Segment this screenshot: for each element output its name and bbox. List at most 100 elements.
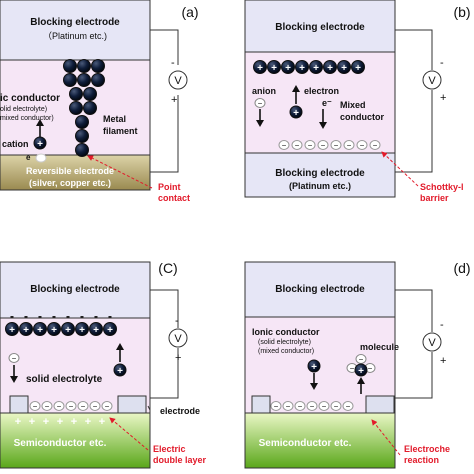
mixed-conductor-label-1: Mixed (340, 100, 366, 110)
svg-text:+: + (327, 63, 333, 74)
svg-text:+: + (311, 362, 317, 373)
circuit-wire-bottom (395, 90, 433, 173)
svg-text:−: − (295, 141, 300, 150)
double-layer-positive-row: + + + + + + + (15, 416, 105, 428)
metal-filament-label-1: Metal (103, 114, 126, 124)
svg-text:-: - (175, 315, 179, 327)
anion (8, 353, 20, 363)
svg-text:+: + (85, 416, 91, 428)
svg-text:−: − (33, 402, 38, 411)
bottom-electrode-sublabel: (silver, copper etc.) (29, 178, 111, 188)
svg-text:+: + (285, 63, 291, 74)
electron-symbol: e (26, 153, 31, 162)
svg-text:+: + (99, 416, 105, 428)
svg-text:+: + (107, 325, 113, 336)
cation (289, 105, 303, 119)
double-layer-pointer (109, 417, 149, 451)
svg-text:+: + (9, 325, 15, 336)
semiconductor-label: Semiconductor etc. (14, 438, 107, 449)
svg-text:-: - (440, 57, 444, 69)
svg-text:−: − (12, 354, 17, 363)
top-electrode-sublabel: （Platinum etc.) (43, 31, 107, 41)
ionic-conductor-label: Ionic conductor (252, 327, 320, 337)
svg-text:−: − (45, 402, 50, 411)
svg-text:−: − (310, 402, 315, 411)
svg-text:+: + (171, 94, 177, 106)
bottom-electrode-sublabel: (Platinum etc.) (289, 181, 351, 191)
svg-text:−: − (359, 355, 364, 364)
left-electrode-pad (251, 395, 271, 414)
ionic-conductor-sub1: (solid electrolyte) (258, 339, 311, 346)
svg-text:+: + (313, 63, 319, 74)
panel-a: Blocking electrode （Platinum etc.) (a) i… (0, 0, 199, 203)
schottky-label-1: Schottky-l (420, 182, 464, 192)
schottky-label-2: barrier (420, 193, 449, 203)
point-contact-pointer (87, 155, 153, 189)
svg-text:+: + (299, 63, 305, 74)
svg-text:+: + (117, 366, 123, 377)
svg-text:+: + (293, 108, 299, 119)
svg-text:−: − (57, 402, 62, 411)
svg-text:−: − (373, 141, 378, 150)
circuit-wire-top (395, 29, 433, 70)
circuit-wire-top (150, 289, 179, 328)
svg-text:V: V (174, 333, 182, 345)
panel-letter: (a) (181, 4, 198, 20)
svg-text:+: + (341, 63, 347, 74)
svg-text:-: - (440, 319, 444, 331)
solid-electrolyte-label: solid electrolyte (26, 374, 103, 385)
voltmeter (422, 332, 442, 352)
metal-filament-label-2: filament (103, 126, 138, 136)
panel-c: Blocking electrode (C) - - - - - - - - +… (0, 260, 207, 469)
svg-text:+: + (271, 63, 277, 74)
electrochemical-pointer (371, 419, 401, 456)
bottom-electrode-label: Blocking electrode (275, 168, 365, 179)
blocking-electrode-layer (0, 0, 151, 61)
semiconductor-layer (0, 412, 151, 469)
svg-text:V: V (428, 337, 436, 349)
top-electrode-label: Blocking electrode (275, 22, 365, 33)
svg-text:+: + (93, 325, 99, 336)
svg-text:+: + (23, 325, 29, 336)
svg-text:+: + (440, 355, 446, 367)
svg-text:+: + (29, 416, 35, 428)
svg-text:−: − (308, 141, 313, 150)
svg-text:−: − (350, 364, 355, 373)
svg-text:−: − (322, 402, 327, 411)
panel-letter: (d) (453, 260, 470, 276)
svg-text:−: − (81, 402, 86, 411)
svg-text:+: + (79, 325, 85, 336)
electron (35, 153, 47, 163)
svg-text:−: − (298, 402, 303, 411)
anion-label: anion (252, 86, 276, 96)
cation (307, 359, 321, 373)
svg-text:-: - (66, 309, 70, 323)
svg-text:+: + (43, 416, 49, 428)
voltmeter (422, 70, 442, 90)
svg-text:−: − (368, 364, 373, 373)
top-electrode-label: Blocking electrode (30, 284, 120, 295)
svg-text:-: - (38, 309, 42, 323)
svg-text:V: V (428, 75, 436, 87)
svg-text:-: - (80, 309, 84, 323)
panel-letter: (b) (453, 4, 470, 20)
top-electrode-label: Blocking electrode (30, 17, 120, 28)
negative-charge-row: - - - - - - - - (10, 309, 112, 323)
point-contact-label-1: Point (158, 182, 181, 192)
svg-text:+: + (358, 366, 364, 377)
svg-text:V: V (174, 75, 182, 87)
negative-charge-row: − − − − − − − − (278, 140, 381, 150)
cation-label: cation (2, 139, 29, 149)
svg-text:−: − (274, 402, 279, 411)
electron-label: electron (304, 86, 339, 96)
svg-text:+: + (355, 63, 361, 74)
ionic-conductor-sub2: mixed conductor) (0, 115, 54, 122)
ionic-conductor-sub2: (mixed conductor) (258, 348, 314, 355)
voltmeter (168, 70, 188, 90)
panel-d: Blocking electrode (d) Ionic conductor (… (244, 260, 471, 469)
electrode-label: electrode (160, 406, 200, 416)
svg-text:+: + (71, 416, 77, 428)
circuit-wire-top (150, 29, 179, 65)
svg-text:-: - (10, 309, 14, 323)
